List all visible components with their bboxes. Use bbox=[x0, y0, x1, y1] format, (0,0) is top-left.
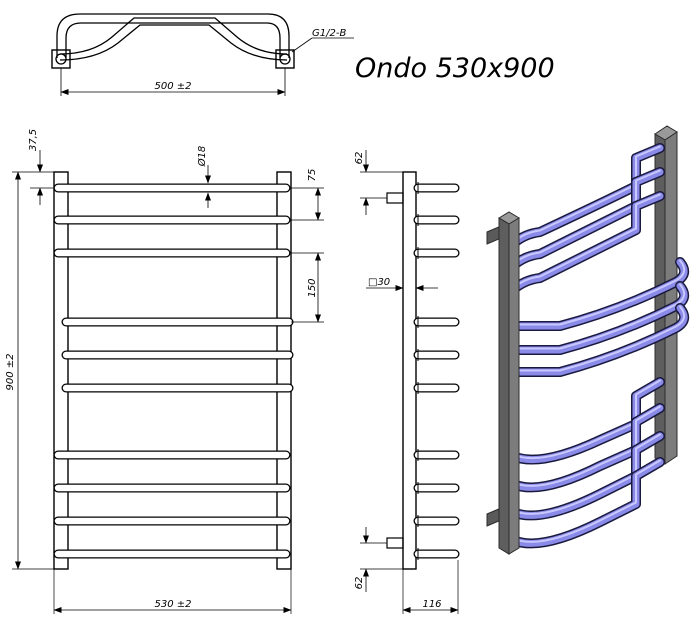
iso-tube bbox=[508, 143, 665, 249]
iso-tube bbox=[508, 377, 665, 465]
iso-tube bbox=[508, 403, 665, 493]
iso-tube bbox=[508, 167, 665, 271]
width-label: 530 ±2 bbox=[154, 599, 191, 610]
side-rung bbox=[413, 247, 460, 259]
side-top-label: 62 bbox=[354, 152, 365, 165]
iso-tube bbox=[508, 303, 690, 377]
top-connector bbox=[386, 192, 404, 204]
side-rung bbox=[413, 316, 460, 328]
tube-diameter-label: Ø18 bbox=[196, 146, 208, 168]
iso-tube bbox=[508, 257, 690, 331]
iso-left-post bbox=[486, 211, 520, 555]
iso-tube bbox=[508, 191, 665, 295]
first-pitch-label: 75 bbox=[307, 169, 318, 182]
top-offset-label: 37,5 bbox=[28, 129, 39, 151]
side-rung bbox=[413, 449, 460, 461]
side-rung bbox=[413, 214, 460, 226]
top-width-label: 500 ±2 bbox=[154, 81, 191, 92]
iso-tube bbox=[508, 457, 665, 549]
side-rung bbox=[413, 482, 460, 494]
iso-tube bbox=[508, 431, 665, 521]
bottom-connector bbox=[386, 537, 404, 549]
side-view: 62 □30 62 116 bbox=[354, 150, 460, 614]
isometric-view bbox=[486, 125, 690, 555]
side-rung bbox=[413, 515, 460, 527]
height-label: 900 ±2 bbox=[5, 353, 16, 390]
side-bottom-label: 62 bbox=[354, 577, 365, 590]
group-pitch-label: 150 bbox=[307, 278, 318, 297]
depth-label: 116 bbox=[422, 599, 441, 610]
side-rung bbox=[413, 548, 460, 560]
side-post bbox=[402, 171, 417, 570]
side-rung bbox=[413, 182, 460, 194]
side-rung bbox=[413, 349, 460, 361]
front-view: 900 ±2 37,5 Ø18 75 150 530 ±2 bbox=[5, 129, 324, 614]
thread-label: G1/2-B bbox=[312, 28, 346, 39]
left-post bbox=[53, 171, 69, 570]
iso-tube bbox=[508, 281, 690, 355]
square-label: □30 bbox=[368, 277, 390, 288]
top-view: G1/2-B 500 ±2 bbox=[51, 13, 354, 96]
product-title: Ondo 530x900 bbox=[355, 53, 555, 84]
right-post bbox=[276, 171, 292, 570]
side-rung bbox=[413, 382, 460, 394]
